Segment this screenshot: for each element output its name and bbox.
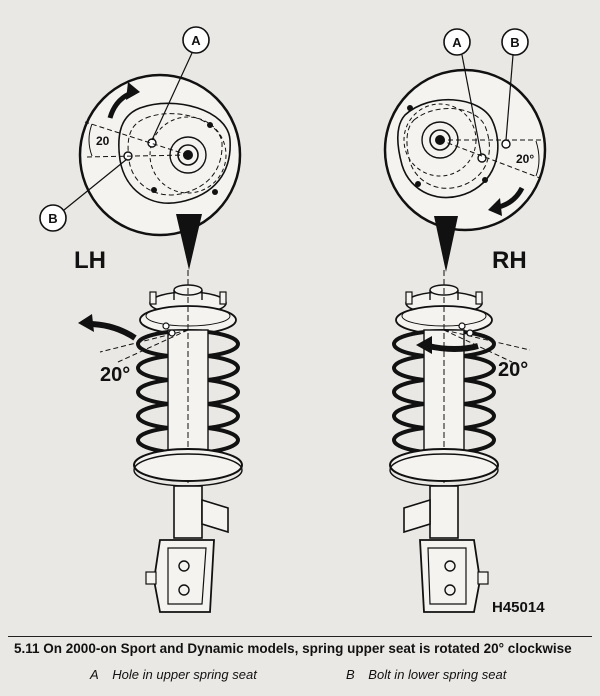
rh-strut-assembly xyxy=(389,270,531,613)
legend-item-b: B Bolt in lower spring seat xyxy=(346,667,506,682)
lh-side-label: LH xyxy=(74,247,106,274)
rh-callout-b: B xyxy=(501,28,529,141)
figure-caption: 5.11 On 2000-on Sport and Dynamic models… xyxy=(14,641,592,656)
lh-callout-a: A xyxy=(151,26,210,141)
lh-rotation-arrowhead xyxy=(78,314,94,332)
figure-id: H45014 xyxy=(492,599,545,616)
rh-pointer-wedge xyxy=(434,216,458,272)
lh-callout-b: B xyxy=(39,158,128,232)
rh-callout-a: A xyxy=(443,28,482,155)
rh-inset-angle: 20° xyxy=(516,152,534,166)
rh-top-view-inset: 20° xyxy=(383,68,547,232)
svg-text:A: A xyxy=(452,35,462,50)
legend-text-a: Hole in upper spring seat xyxy=(112,667,257,682)
lh-top-view-inset: 20 xyxy=(78,73,242,237)
rh-rotation-arrowhead xyxy=(416,336,432,354)
svg-text:B: B xyxy=(48,211,57,226)
svg-text:B: B xyxy=(510,35,519,50)
rh-side-label: RH xyxy=(492,247,527,274)
caption-text: On 2000-on Sport and Dynamic models, spr… xyxy=(43,641,572,656)
lh-strut-assembly xyxy=(99,270,243,613)
legend-key-b: B xyxy=(346,667,355,682)
caption-rule xyxy=(8,636,592,637)
legend-key-a: A xyxy=(90,667,99,682)
svg-text:A: A xyxy=(191,33,201,48)
lh-pointer-wedge xyxy=(176,214,202,270)
lh-rotation-arrow xyxy=(87,321,137,341)
caption-number: 5.11 xyxy=(14,641,40,656)
lh-inset-angle: 20 xyxy=(96,134,110,148)
rh-strut-angle: 20° xyxy=(498,359,528,381)
legend-text-b: Bolt in lower spring seat xyxy=(368,667,507,682)
legend-item-a: A Hole in upper spring seat xyxy=(90,667,257,682)
strut-diagram: 20 A B LH 20° xyxy=(39,26,547,616)
lh-strut-angle: 20° xyxy=(100,364,130,386)
rh-rotation-arrow xyxy=(427,343,479,352)
